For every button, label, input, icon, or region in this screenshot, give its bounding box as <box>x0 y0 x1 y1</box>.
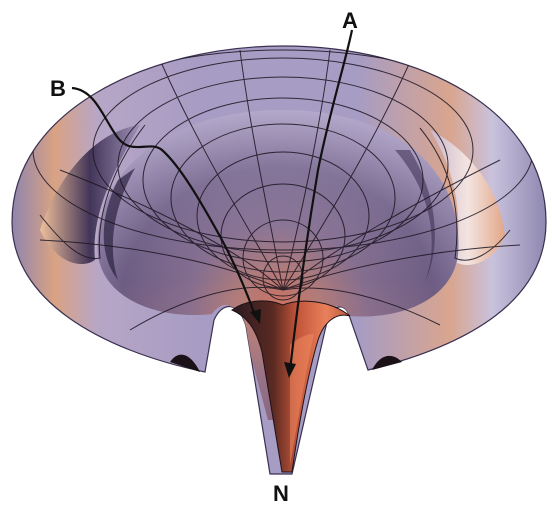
path-b <box>71 86 258 319</box>
label-n: N <box>273 481 289 506</box>
path-b-arrowhead <box>250 309 261 324</box>
left-trough <box>40 125 140 265</box>
funnel-highlight <box>290 334 314 465</box>
right-notch <box>372 355 402 370</box>
left-notch <box>170 354 200 372</box>
path-a <box>288 29 354 371</box>
left-ridge-shadow <box>103 168 135 280</box>
label-a: A <box>342 8 358 33</box>
label-b: B <box>50 76 66 101</box>
right-trough <box>430 130 505 265</box>
right-ridge-shadow <box>395 150 435 282</box>
landscape-surface <box>11 45 547 475</box>
path-a-arrowhead <box>284 362 296 378</box>
pathways <box>71 29 354 378</box>
